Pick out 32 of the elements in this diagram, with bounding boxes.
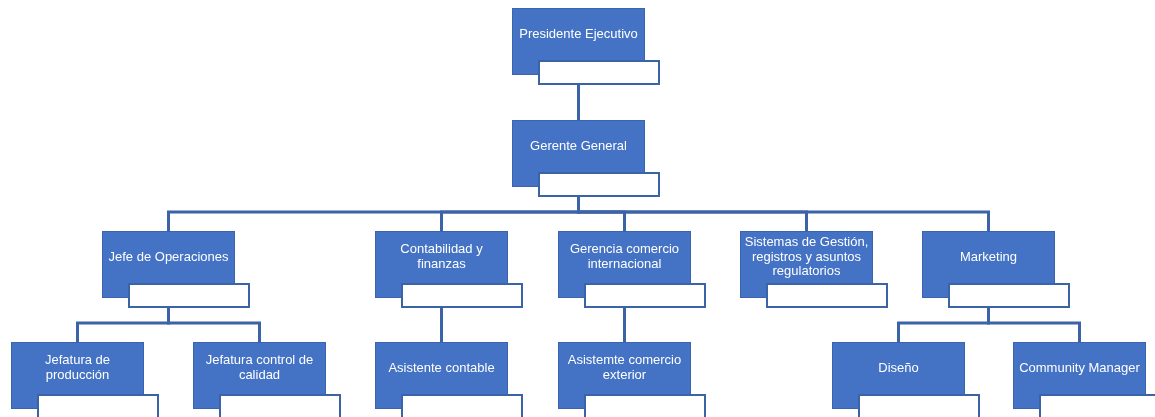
position-box (375, 342, 523, 417)
position-box (512, 120, 660, 197)
position-box (11, 342, 159, 417)
position-title: Jefe de Operaciones (107, 249, 230, 265)
position-title: Asistemte comercio exterior (566, 353, 683, 383)
position-title: Marketing (958, 249, 1019, 265)
position-title: Community Manager (1018, 360, 1141, 376)
connector-line (623, 308, 626, 342)
connector-line (167, 308, 261, 342)
position-title: Asistente contable (387, 360, 496, 376)
position-title: Diseño (877, 360, 920, 376)
position-box (740, 231, 888, 308)
position-box (512, 8, 660, 85)
position-title: Gerente General (529, 138, 628, 154)
position-box (558, 231, 706, 308)
position-box (922, 231, 1070, 308)
position-title: Contabilidad y finanzas (399, 242, 484, 272)
position-box (832, 342, 980, 417)
position-title: Gerencia comercio internacional (568, 242, 681, 272)
position-box (558, 342, 706, 417)
position-box (102, 231, 250, 308)
position-title: Presidente Ejecutivo (518, 26, 639, 42)
position-box (375, 231, 523, 308)
connector-line (440, 308, 443, 342)
position-title: Sistemas de Gestión, registros y asuntos regulatorios (743, 234, 870, 280)
position-title: Jefatura control de calidad (204, 353, 315, 383)
position-box (1013, 342, 1155, 417)
position-box (193, 342, 341, 417)
connector-line (577, 85, 580, 120)
connector-line (987, 308, 1081, 342)
position-title: Jefatura de producción (43, 353, 111, 383)
connector-line (577, 197, 990, 231)
